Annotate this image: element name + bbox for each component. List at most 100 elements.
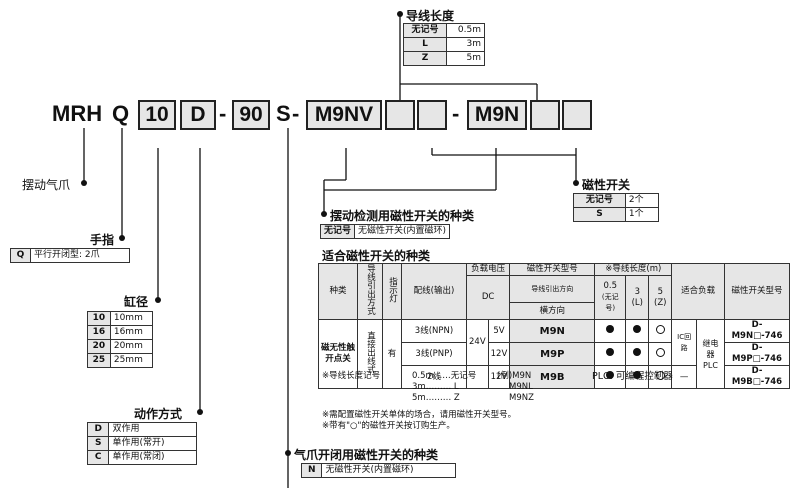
swing-switch-table: 无记号无磁性开关(内置磁环) bbox=[319, 224, 451, 239]
order-circle-icon bbox=[655, 370, 665, 380]
lead-length-title: 导线长度 bbox=[406, 9, 455, 23]
cell-volt-3: 12V bbox=[487, 365, 511, 389]
bore-val-3: 20mm bbox=[109, 339, 154, 354]
cell-volt-2: 12V bbox=[487, 342, 511, 366]
avail-dot-icon bbox=[633, 371, 642, 379]
hdr-type: 种类 bbox=[318, 263, 358, 320]
avail-dot-icon bbox=[606, 325, 615, 333]
cell-part-1: D-M9N□-746 bbox=[724, 319, 790, 343]
cell-indicator: 有 bbox=[382, 319, 402, 389]
model-bore-box: 10 bbox=[138, 100, 176, 130]
action-code-3: C bbox=[86, 450, 110, 465]
note-1: ※需配置磁性开关单体的场合，请用磁性开关型号。 bbox=[322, 410, 517, 420]
note-ex3: M9NZ bbox=[509, 393, 534, 403]
cell-part-2: D-M9P□-746 bbox=[724, 342, 790, 366]
model-qty2-box bbox=[562, 100, 592, 130]
gripper-switch-code: N bbox=[300, 463, 323, 478]
qty-val-2: 1个 bbox=[624, 207, 660, 222]
cell-lead-exit: 直接出线式 bbox=[365, 330, 376, 374]
note-l1: 0.5m……无记号 bbox=[412, 371, 477, 381]
avail-dot-icon bbox=[633, 325, 642, 333]
lead-code-1: 无记号 bbox=[403, 23, 447, 38]
model-lead-box bbox=[385, 100, 415, 130]
cell-type: 磁无性触开点关 bbox=[318, 319, 358, 389]
cell-model-1: M9N bbox=[509, 319, 596, 343]
action-val-1: 双作用 bbox=[108, 422, 197, 437]
action-title: 动作方式 bbox=[134, 407, 183, 421]
action-code-2: S bbox=[86, 436, 110, 451]
note-ex2: M9NL bbox=[509, 382, 533, 392]
swing-gripper-title: 摆动气爪 bbox=[22, 178, 71, 192]
note-plc: PLC: 可编程控制器 bbox=[592, 371, 673, 382]
model-dash-3: - bbox=[452, 101, 460, 126]
qty-code-2: S bbox=[573, 207, 626, 222]
cell-wiring-2: 3线(PNP) bbox=[401, 342, 467, 366]
cell-24v: 24V bbox=[466, 319, 489, 366]
note-lead-code: ※导线长度记号 bbox=[322, 371, 381, 381]
hdr-lead-dir: 导线引出方向 bbox=[509, 275, 596, 303]
cell-wiring-1: 3线(NPN) bbox=[401, 319, 467, 343]
hdr-l3: 3 bbox=[634, 286, 640, 297]
note-l3: 5m……… Z bbox=[412, 393, 460, 403]
hdr-load: 适合负载 bbox=[671, 263, 725, 320]
model-switch2-box: M9N bbox=[467, 100, 527, 130]
hdr-lead-len: ※导线长度(m) bbox=[594, 263, 673, 276]
switch-qty-title: 磁性开关 bbox=[582, 178, 631, 192]
cell-dash: — bbox=[671, 365, 697, 389]
swing-switch-title: 摆动检测用磁性开关的种类 bbox=[330, 209, 475, 223]
cell-part-3: D-M9B□-746 bbox=[724, 365, 790, 389]
model-finger-code: Q bbox=[112, 101, 130, 126]
finger-code: Q bbox=[10, 248, 31, 263]
bore-code-2: 16 bbox=[87, 325, 111, 340]
model-qty-box bbox=[417, 100, 447, 130]
avail-dot-icon bbox=[606, 348, 615, 356]
bore-code-4: 25 bbox=[87, 353, 111, 368]
hdr-horizontal: 横方向 bbox=[509, 302, 596, 320]
lead-code-3: Z bbox=[403, 51, 447, 66]
avail-dot-icon bbox=[606, 371, 615, 379]
gripper-switch-title: 气爪开闭用磁性开关的种类 bbox=[294, 448, 439, 462]
model-dash-1: - bbox=[219, 101, 227, 126]
order-circle-icon bbox=[655, 347, 665, 357]
action-val-2: 单作用(常开) bbox=[108, 436, 197, 451]
model-lead2-box bbox=[530, 100, 560, 130]
finger-title: 手指 bbox=[90, 233, 115, 247]
hdr-l05: 0.5 bbox=[603, 281, 618, 291]
bore-val-4: 25mm bbox=[109, 353, 154, 368]
hdr-indicator: 指示灯 bbox=[387, 276, 398, 303]
lead-val-3: 5m bbox=[445, 51, 486, 66]
model-prefix: MRH bbox=[52, 101, 103, 126]
cell-volt-1: 5V bbox=[487, 319, 511, 343]
model-dash-2: - bbox=[292, 101, 300, 126]
swing-switch-desc: 无磁性开关(内置磁环) bbox=[354, 224, 451, 239]
hdr-voltage: 负载电压 bbox=[465, 263, 511, 276]
hdr-l5s: (Z) bbox=[654, 297, 667, 308]
lead-val-1: 0.5m bbox=[445, 23, 486, 38]
lead-val-2: 3m bbox=[445, 37, 486, 52]
action-val-3: 单作用(常闭) bbox=[108, 450, 197, 465]
cell-ic: IC回路 bbox=[671, 319, 697, 366]
swing-switch-code: 无记号 bbox=[319, 224, 356, 239]
gripper-switch-desc: 无磁性开关(内置磁环) bbox=[321, 463, 456, 478]
finger-desc: 平行开闭型: 2爪 bbox=[29, 248, 131, 263]
lead-code-2: L bbox=[403, 37, 447, 52]
hdr-lead-exit: 导线引出方式 bbox=[365, 264, 376, 315]
bore-val-2: 16mm bbox=[109, 325, 154, 340]
cell-model-3: M9B bbox=[509, 365, 596, 389]
hdr-model: 磁性开关型号 bbox=[509, 263, 596, 276]
bore-code-1: 10 bbox=[87, 311, 111, 326]
hdr-part: 磁性开关型号 bbox=[724, 263, 790, 320]
note-ex1: (例)M9N bbox=[497, 371, 532, 381]
hdr-l3s: (L) bbox=[631, 297, 643, 308]
hdr-l05s: (无记号) bbox=[601, 293, 619, 312]
model-action-box: D bbox=[180, 100, 216, 130]
bore-title: 缸径 bbox=[124, 295, 149, 309]
hdr-wiring: 配线(输出) bbox=[401, 263, 467, 320]
hdr-l5: 5 bbox=[657, 286, 663, 297]
